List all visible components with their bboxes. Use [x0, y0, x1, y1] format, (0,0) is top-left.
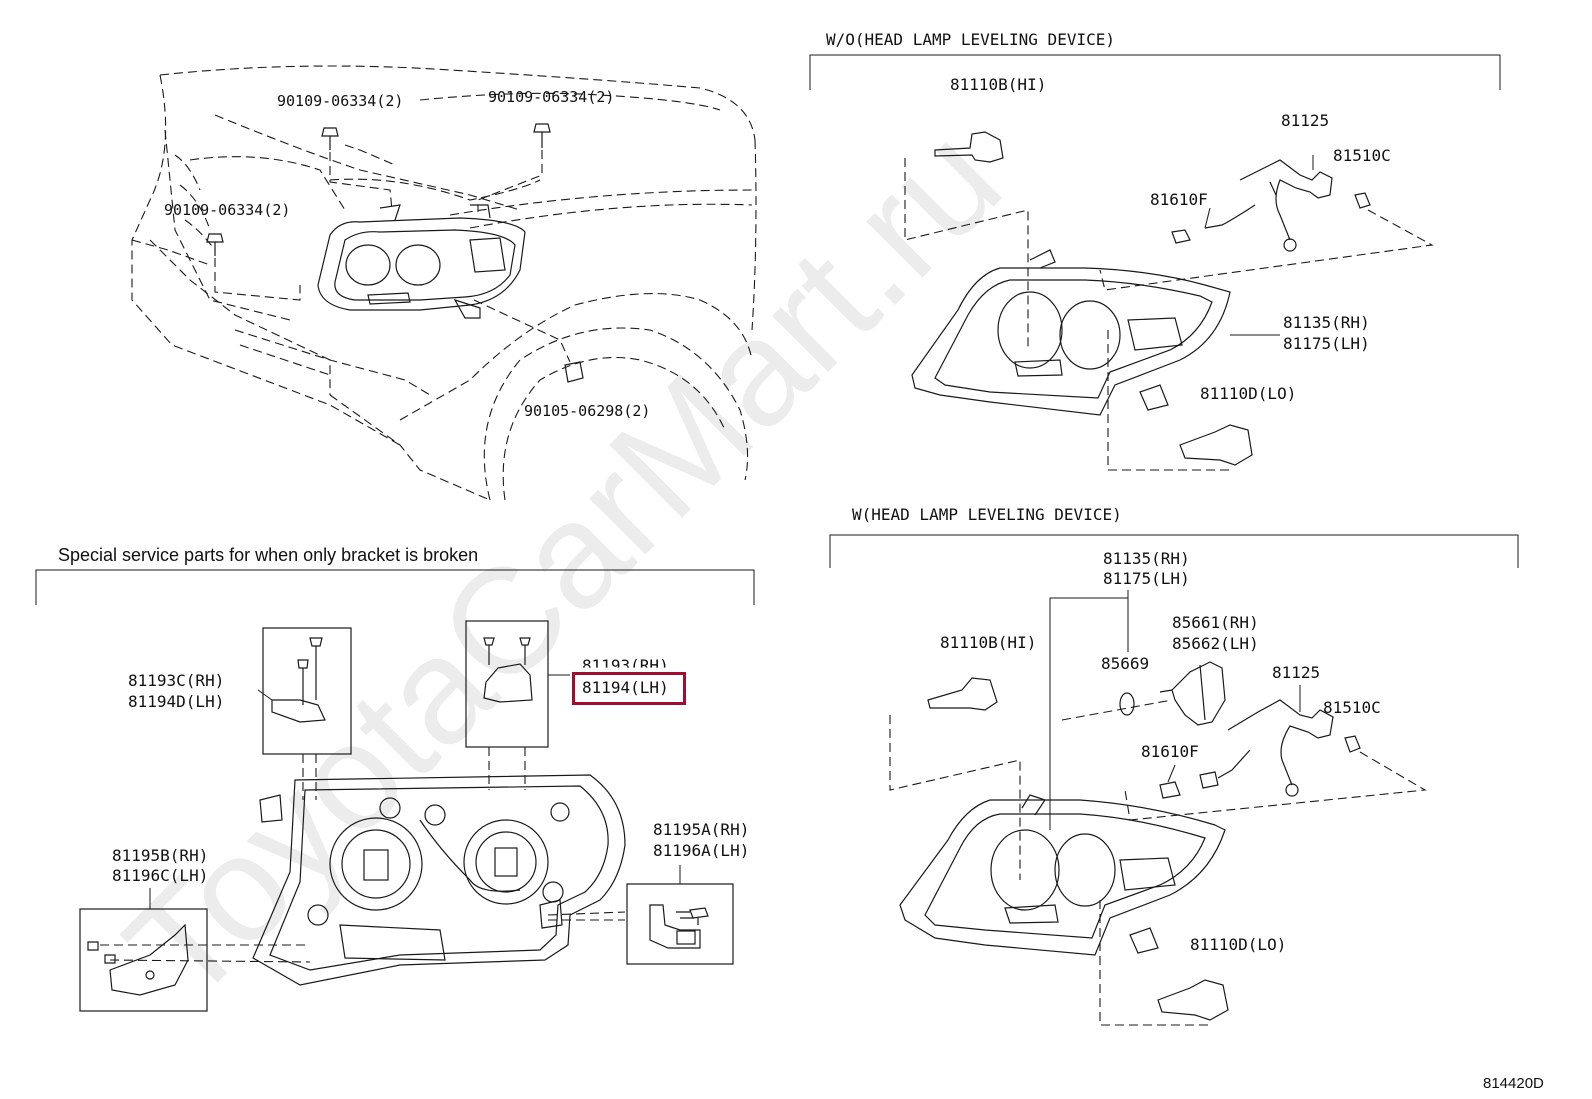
bracket-label-81196c-lh[interactable]: 81196C(LH)	[112, 866, 209, 885]
bracket-label-81193-rh[interactable]: 81193(RH)	[582, 656, 669, 675]
bracket-label-81194d-lh[interactable]: 81194D(LH)	[128, 692, 225, 711]
bracket-label-81195a-rh[interactable]: 81195A(RH)	[653, 820, 750, 839]
w-part-label-81110d-lo[interactable]: 81110D(LO)	[1190, 935, 1287, 954]
bracket-label-81196a-lh[interactable]: 81196A(LH)	[653, 841, 750, 860]
w-part-label-85661-rh[interactable]: 85661(RH)	[1172, 613, 1259, 632]
wo-section	[809, 54, 1501, 471]
w-part-label-81510c[interactable]: 81510C	[1323, 698, 1381, 717]
w-part-label-85669[interactable]: 85669	[1101, 654, 1150, 673]
bracket-section	[35, 569, 755, 1012]
vehicle-front-overview	[131, 65, 757, 501]
special-service-note: Special service parts for when only brac…	[58, 545, 479, 565]
bracket-label-81193c-rh[interactable]: 81193C(RH)	[128, 671, 225, 690]
w-section-title: W(HEAD LAMP LEVELING DEVICE)	[852, 505, 1122, 524]
w-part-label-81135-rh[interactable]: 81135(RH)	[1103, 549, 1190, 568]
part-label-90105-06298[interactable]: 90105-06298(2)	[524, 402, 651, 420]
w-part-label-85662-lh[interactable]: 85662(LH)	[1172, 634, 1259, 653]
wo-part-label-81110b-hi[interactable]: 81110B(HI)	[950, 75, 1047, 94]
wo-part-label-81175-lh[interactable]: 81175(LH)	[1283, 334, 1370, 353]
w-part-label-81125[interactable]: 81125	[1272, 663, 1321, 682]
part-label-90109-06334-b[interactable]: 90109-06334(2)	[488, 88, 615, 106]
bracket-label-81194-lh[interactable]: 81194(LH)	[582, 678, 669, 697]
wo-part-label-81110d-lo[interactable]: 81110D(LO)	[1200, 384, 1297, 403]
w-section	[829, 534, 1519, 1026]
w-part-label-81610f[interactable]: 81610F	[1141, 742, 1199, 761]
w-part-label-81110b-hi[interactable]: 81110B(HI)	[940, 633, 1037, 652]
highlight-box	[572, 672, 686, 705]
wo-part-label-81510c[interactable]: 81510C	[1333, 146, 1391, 165]
diagram-code: 814420D	[1483, 1075, 1544, 1092]
w-part-label-81175-lh[interactable]: 81175(LH)	[1103, 569, 1190, 588]
part-label-90109-06334-c[interactable]: 90109-06334(2)	[164, 201, 291, 219]
wo-section-title: W/O(HEAD LAMP LEVELING DEVICE)	[826, 30, 1115, 49]
wo-part-label-81135-rh[interactable]: 81135(RH)	[1283, 313, 1370, 332]
wo-part-label-81125[interactable]: 81125	[1281, 111, 1330, 130]
part-label-90109-06334-a[interactable]: 90109-06334(2)	[277, 92, 404, 110]
bracket-label-81195b-rh[interactable]: 81195B(RH)	[112, 846, 209, 865]
wo-part-label-81610f[interactable]: 81610F	[1150, 190, 1208, 209]
